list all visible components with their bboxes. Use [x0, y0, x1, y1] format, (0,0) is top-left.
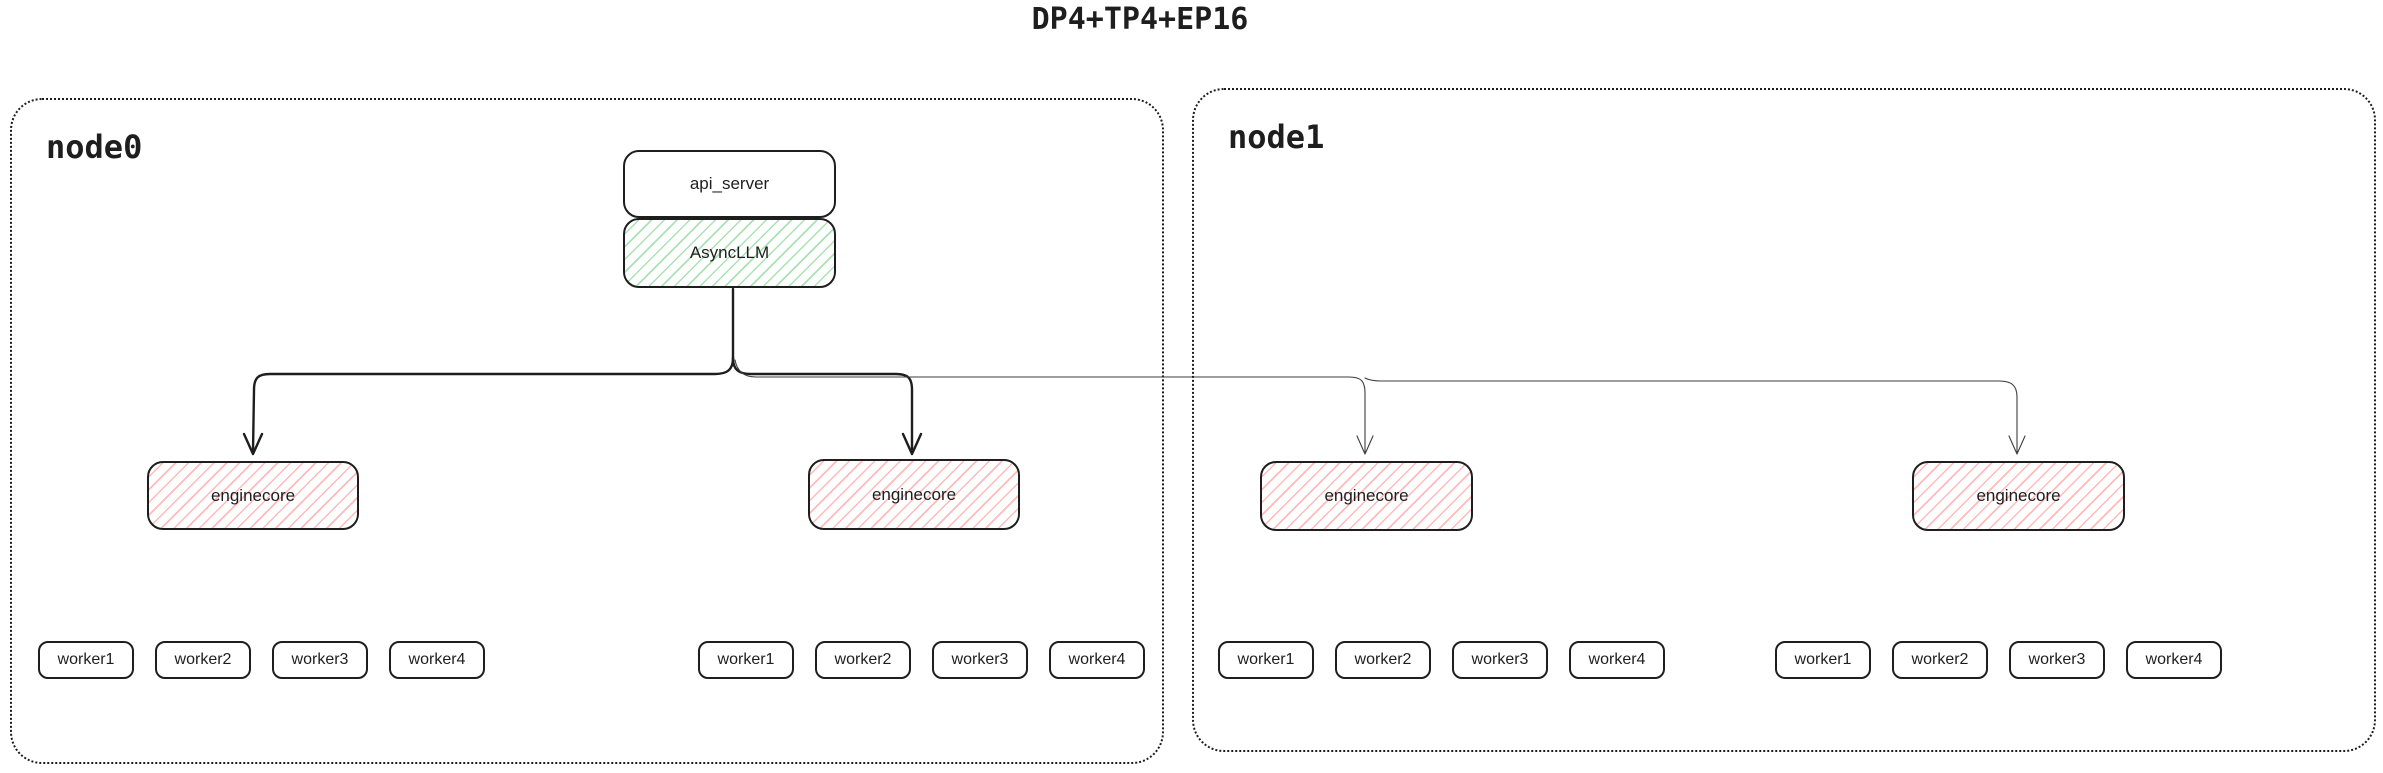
worker-box: worker2 — [1335, 641, 1431, 679]
asyncllm-box: AsyncLLM — [623, 218, 836, 288]
worker-box: worker2 — [815, 641, 911, 679]
worker-box: worker4 — [1569, 641, 1665, 679]
node0-label: node0 — [46, 128, 143, 166]
worker-box: worker2 — [155, 641, 251, 679]
worker-box: worker3 — [272, 641, 368, 679]
worker-box: worker1 — [38, 641, 134, 679]
worker-box: worker2 — [1892, 641, 1988, 679]
worker-group-4: worker1 worker2 worker3 worker4 — [1775, 641, 2222, 679]
worker-box: worker4 — [1049, 641, 1145, 679]
enginecore3-box: enginecore — [1260, 461, 1473, 531]
enginecore2-label: enginecore — [871, 484, 957, 504]
worker-group-2: worker1 worker2 worker3 worker4 — [698, 641, 1145, 679]
enginecore1-box: enginecore — [147, 461, 359, 530]
worker-box: worker4 — [2126, 641, 2222, 679]
worker-group-3: worker1 worker2 worker3 worker4 — [1218, 641, 1665, 679]
worker-box: worker1 — [1218, 641, 1314, 679]
node0-container: node0 — [10, 98, 1164, 764]
worker-group-1: worker1 worker2 worker3 worker4 — [38, 641, 485, 679]
worker-box: worker4 — [389, 641, 485, 679]
node1-label: node1 — [1228, 118, 1325, 156]
asyncllm-label: AsyncLLM — [689, 243, 770, 262]
worker-box: worker1 — [698, 641, 794, 679]
worker-box: worker3 — [2009, 641, 2105, 679]
enginecore3-label: enginecore — [1324, 486, 1409, 505]
node1-container: node1 — [1192, 88, 2376, 752]
enginecore4-box: enginecore — [1912, 461, 2125, 531]
api-server-box: api_server — [623, 150, 836, 218]
enginecore2-box: enginecore — [808, 459, 1020, 530]
worker-box: worker3 — [1452, 641, 1548, 679]
enginecore1-label: enginecore — [210, 485, 296, 505]
worker-box: worker3 — [932, 641, 1028, 679]
worker-box: worker1 — [1775, 641, 1871, 679]
api-server-label: api_server — [689, 174, 770, 193]
enginecore4-label: enginecore — [1976, 486, 2061, 505]
diagram-title: DP4+TP4+EP16 — [1031, 2, 1249, 37]
